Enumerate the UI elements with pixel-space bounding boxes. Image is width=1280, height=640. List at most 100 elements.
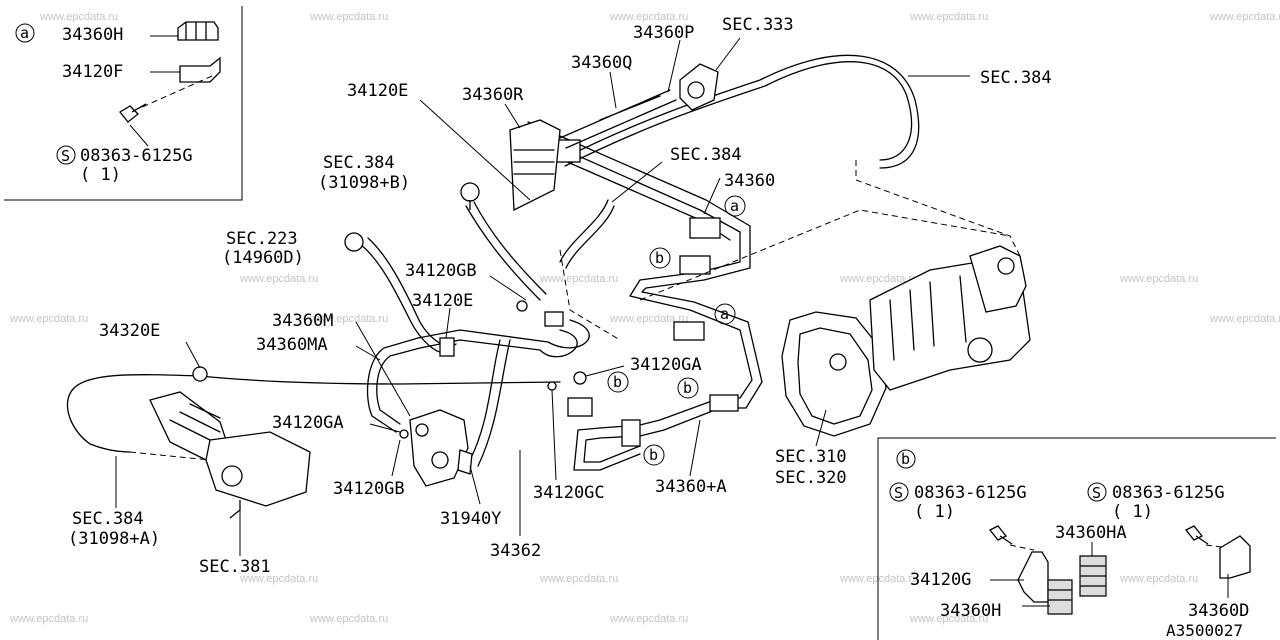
callout-b-circle [607,371,629,393]
leader-line [703,177,721,215]
watermark: www.epcdata.ru [909,11,988,23]
case-ribs [889,275,967,361]
leader-line [419,99,531,201]
label-34360Q: 34360Q [571,53,632,73]
connector-bundle-icon [509,119,561,212]
label-34360: 34360 [724,171,775,191]
watermark: www.epcdata.ru [309,11,388,23]
leader-line [667,39,681,93]
leader-line [129,124,149,147]
clip-34360H-icon [177,21,219,41]
inset-b: b S 08363-6125G ( 1) S 08363-6125G ( 1) … [877,437,1276,640]
callout-b-circle [649,247,671,269]
clamp-b-icon [679,255,711,275]
leader-line [489,275,527,301]
leader-line [445,307,451,339]
label-34360P: 34360P [633,23,694,43]
label-sec384-a-ref: (31098+A) [68,529,160,549]
leader-line [609,71,617,109]
inset-b-part-34360D: 34360D [1188,601,1249,621]
hose-sec384-b [465,205,541,301]
label-sec310: SEC.310 [775,447,847,467]
clamp-a-icon [689,217,721,239]
label-34362: 34362 [490,541,541,561]
leader-line [689,419,701,477]
inset-b-qty-right: ( 1) [1112,502,1153,522]
callout-b-letter: b [901,450,910,468]
watermark: www.epcdata.ru [609,613,688,625]
shifter-pivot-icon [221,465,243,487]
leader-line [585,365,625,377]
callout-b-letter: b [683,379,692,397]
bracket-34120G-icon [1017,551,1049,603]
bolt-icon [988,525,1013,545]
label-34360R: 34360R [462,85,524,105]
bolt-icon [1184,525,1209,545]
s-symbol-letter: S [61,147,70,165]
dashed-guide [1009,544,1035,551]
watermark: www.epcdata.ru [1209,313,1280,325]
leader-line [815,409,827,447]
watermark: www.epcdata.ru [239,573,318,585]
bellhousing-icon [781,311,887,437]
label-sec384-a: SEC.384 [72,509,144,529]
solenoid-assembly [399,409,473,487]
label-34360M: 34360M [272,311,333,331]
bellhousing-inner [797,327,873,425]
label-sec384-b-ref: (31098+B) [318,173,410,193]
cable-sec384-top-inner [564,61,913,167]
watermark: www.epcdata.ru [839,573,918,585]
bolt-icon [119,103,147,123]
label-sec384-b: SEC.384 [323,153,395,173]
watermark: www.epcdata.ru [309,613,388,625]
callout-b-circle [677,377,699,399]
clip-34120GA-icon [573,371,587,385]
label-34360A: 34360+A [655,477,727,497]
inset-a-border [4,6,243,201]
callout-b-letter: b [655,249,664,267]
s-symbol-letter: S [1092,484,1101,502]
label-34120GC: 34120GC [533,483,605,503]
inset-b-border [877,437,1276,640]
inset-a-part-34360H: 34360H [62,25,123,45]
callout-b-circle [643,444,665,466]
watermark: www.epcdata.ru [1119,273,1198,285]
shifter-assembly [149,391,311,519]
pipe-lower-1 [573,397,721,471]
clamp-a2-icon [673,321,705,341]
label-34360MA: 34360MA [256,335,328,355]
leader-line [355,321,411,417]
watermark: www.epcdata.ru [539,573,618,585]
cap-sec223-icon [344,232,364,252]
inset-b-qty-left: ( 1) [914,502,955,522]
bracket-34360D-icon [1219,535,1251,579]
callout-a-circle [714,303,736,325]
leader-line [551,389,557,481]
inset-b-part-08363-6125G-left: 08363-6125G [914,483,1027,503]
inset-a: a 34360H 34120F S 08363-6125G ( 1) [4,6,243,201]
inset-a-qty: ( 1) [80,165,121,185]
pipe-lower-2 [583,407,721,463]
clip-34360HA-icon [1079,555,1107,597]
leader-line [611,161,663,203]
callout-a-letter: a [20,24,29,42]
solenoid-connector-icon [457,449,473,475]
callout-a-circle [15,23,35,43]
label-34120GA-left: 34120GA [272,413,344,433]
label-34120GA-right: 34120GA [630,355,702,375]
watermark: www.epcdata.ru [9,613,88,625]
label-sec381: SEC.381 [199,557,271,577]
clip-34120GB-icon [544,311,564,327]
leader-line [504,103,521,129]
inset-b-part-08363-6125G-right: 08363-6125G [1112,483,1225,503]
modulator-port-icon [687,81,705,99]
clamp-b2-icon [709,394,739,412]
watermark: www.epcdata.ru [1119,573,1198,585]
watermark: www.epcdata.ru [1209,11,1280,23]
label-sec223-ref: (14960D) [222,248,304,268]
pipe-main-2 [527,121,763,409]
leader-line [469,465,481,505]
inset-b-part-34360H: 34360H [940,601,1001,621]
label-sec223: SEC.223 [226,229,298,249]
label-34120E-top: 34120E [347,81,408,101]
